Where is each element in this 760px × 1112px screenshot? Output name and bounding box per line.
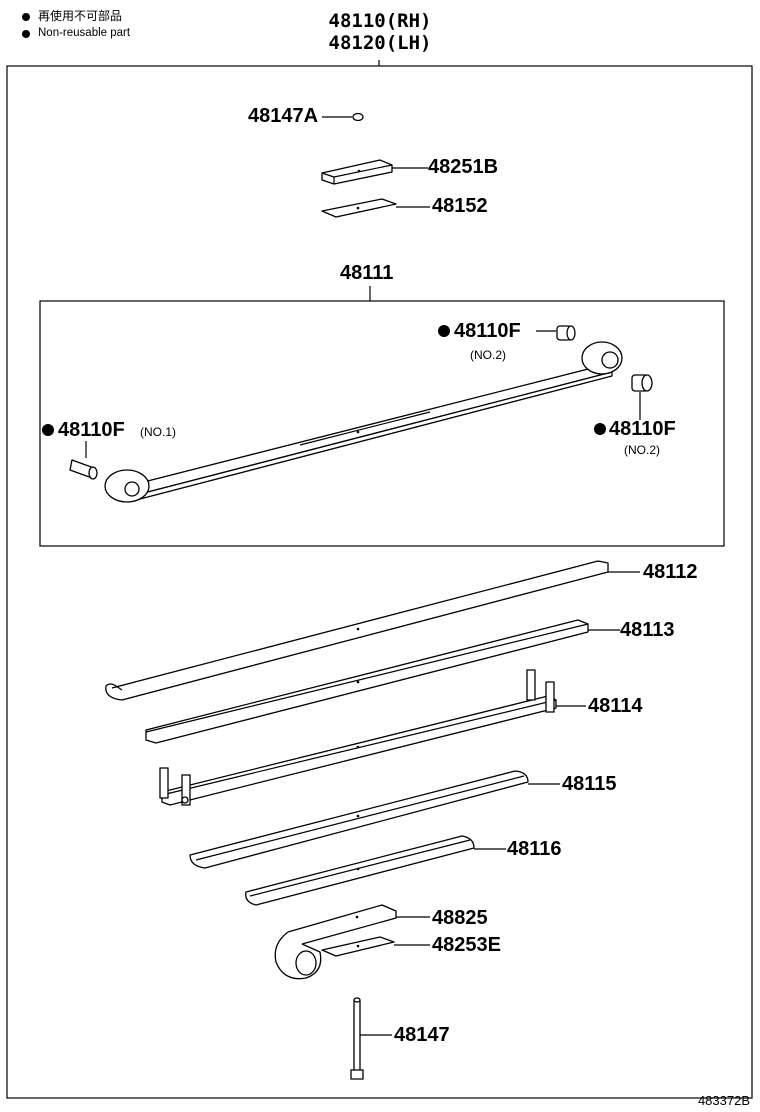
part-label-48114[interactable]: 48114 — [588, 695, 643, 717]
non-reusable-dot-icon — [22, 12, 30, 21]
part-48114-leaf — [159, 669, 586, 806]
part-note-no2-top: (NO.2) — [470, 348, 506, 362]
part-label-48253e[interactable]: 48253E — [432, 934, 501, 956]
assembly-number-lh: 48120(LH) — [328, 32, 432, 54]
part-48113-leaf — [145, 619, 620, 744]
non-reusable-dot-icon — [438, 325, 450, 337]
part-48147a-nut — [322, 112, 364, 122]
part-label-48251b[interactable]: 48251B — [428, 156, 499, 178]
part-label-48110f-top[interactable]: 48110F — [454, 320, 521, 342]
part-label-48147[interactable]: 48147 — [394, 1024, 450, 1046]
part-note-no1: (NO.1) — [140, 425, 176, 439]
part-48111-main-leaf — [104, 341, 623, 503]
legend-text-jp: 再使用不可部品 — [38, 9, 123, 23]
part-48147-bolt — [350, 997, 392, 1080]
non-reusable-dot-icon — [22, 29, 30, 38]
part-label-48112[interactable]: 48112 — [643, 561, 698, 583]
assembly-number-rh: 48110(RH) — [328, 10, 432, 32]
part-label-48115[interactable]: 48115 — [562, 773, 617, 795]
legend-row-jp: 再使用不可部品 — [22, 8, 130, 25]
legend-text-en: Non-reusable part — [38, 27, 131, 39]
non-reusable-dot-icon — [42, 424, 54, 436]
part-label-48116[interactable]: 48116 — [507, 838, 562, 860]
part-label-48110f-right[interactable]: 48110F — [609, 418, 676, 440]
part-label-48113[interactable]: 48113 — [620, 619, 675, 641]
part-48251b-plate — [321, 159, 428, 185]
part-48253e-plate — [321, 936, 430, 957]
part-48115-leaf — [189, 770, 560, 869]
part-48116-leaf — [245, 835, 506, 906]
group-label-48111[interactable]: 48111 — [340, 262, 394, 284]
diagram-code: 483372B — [697, 1093, 750, 1108]
non-reusable-dot-icon — [594, 423, 606, 435]
bushing-no2-top — [536, 325, 576, 341]
part-48112-leaf — [105, 560, 640, 701]
part-label-48147a[interactable]: 48147A — [248, 105, 319, 127]
part-label-48152[interactable]: 48152 — [432, 195, 488, 217]
bushing-no2-right — [631, 374, 653, 420]
group-frame — [39, 300, 725, 547]
part-label-48825[interactable]: 48825 — [432, 907, 488, 929]
legend-row-en: Non-reusable part — [22, 25, 130, 42]
legend: 再使用不可部品 Non-reusable part — [22, 8, 130, 42]
part-label-48110f-left[interactable]: 48110F — [58, 419, 125, 441]
part-48825-bracket — [274, 904, 430, 980]
part-48152-shim — [321, 198, 430, 218]
part-note-no2-right: (NO.2) — [624, 443, 660, 457]
bushing-no1-left — [69, 441, 98, 480]
